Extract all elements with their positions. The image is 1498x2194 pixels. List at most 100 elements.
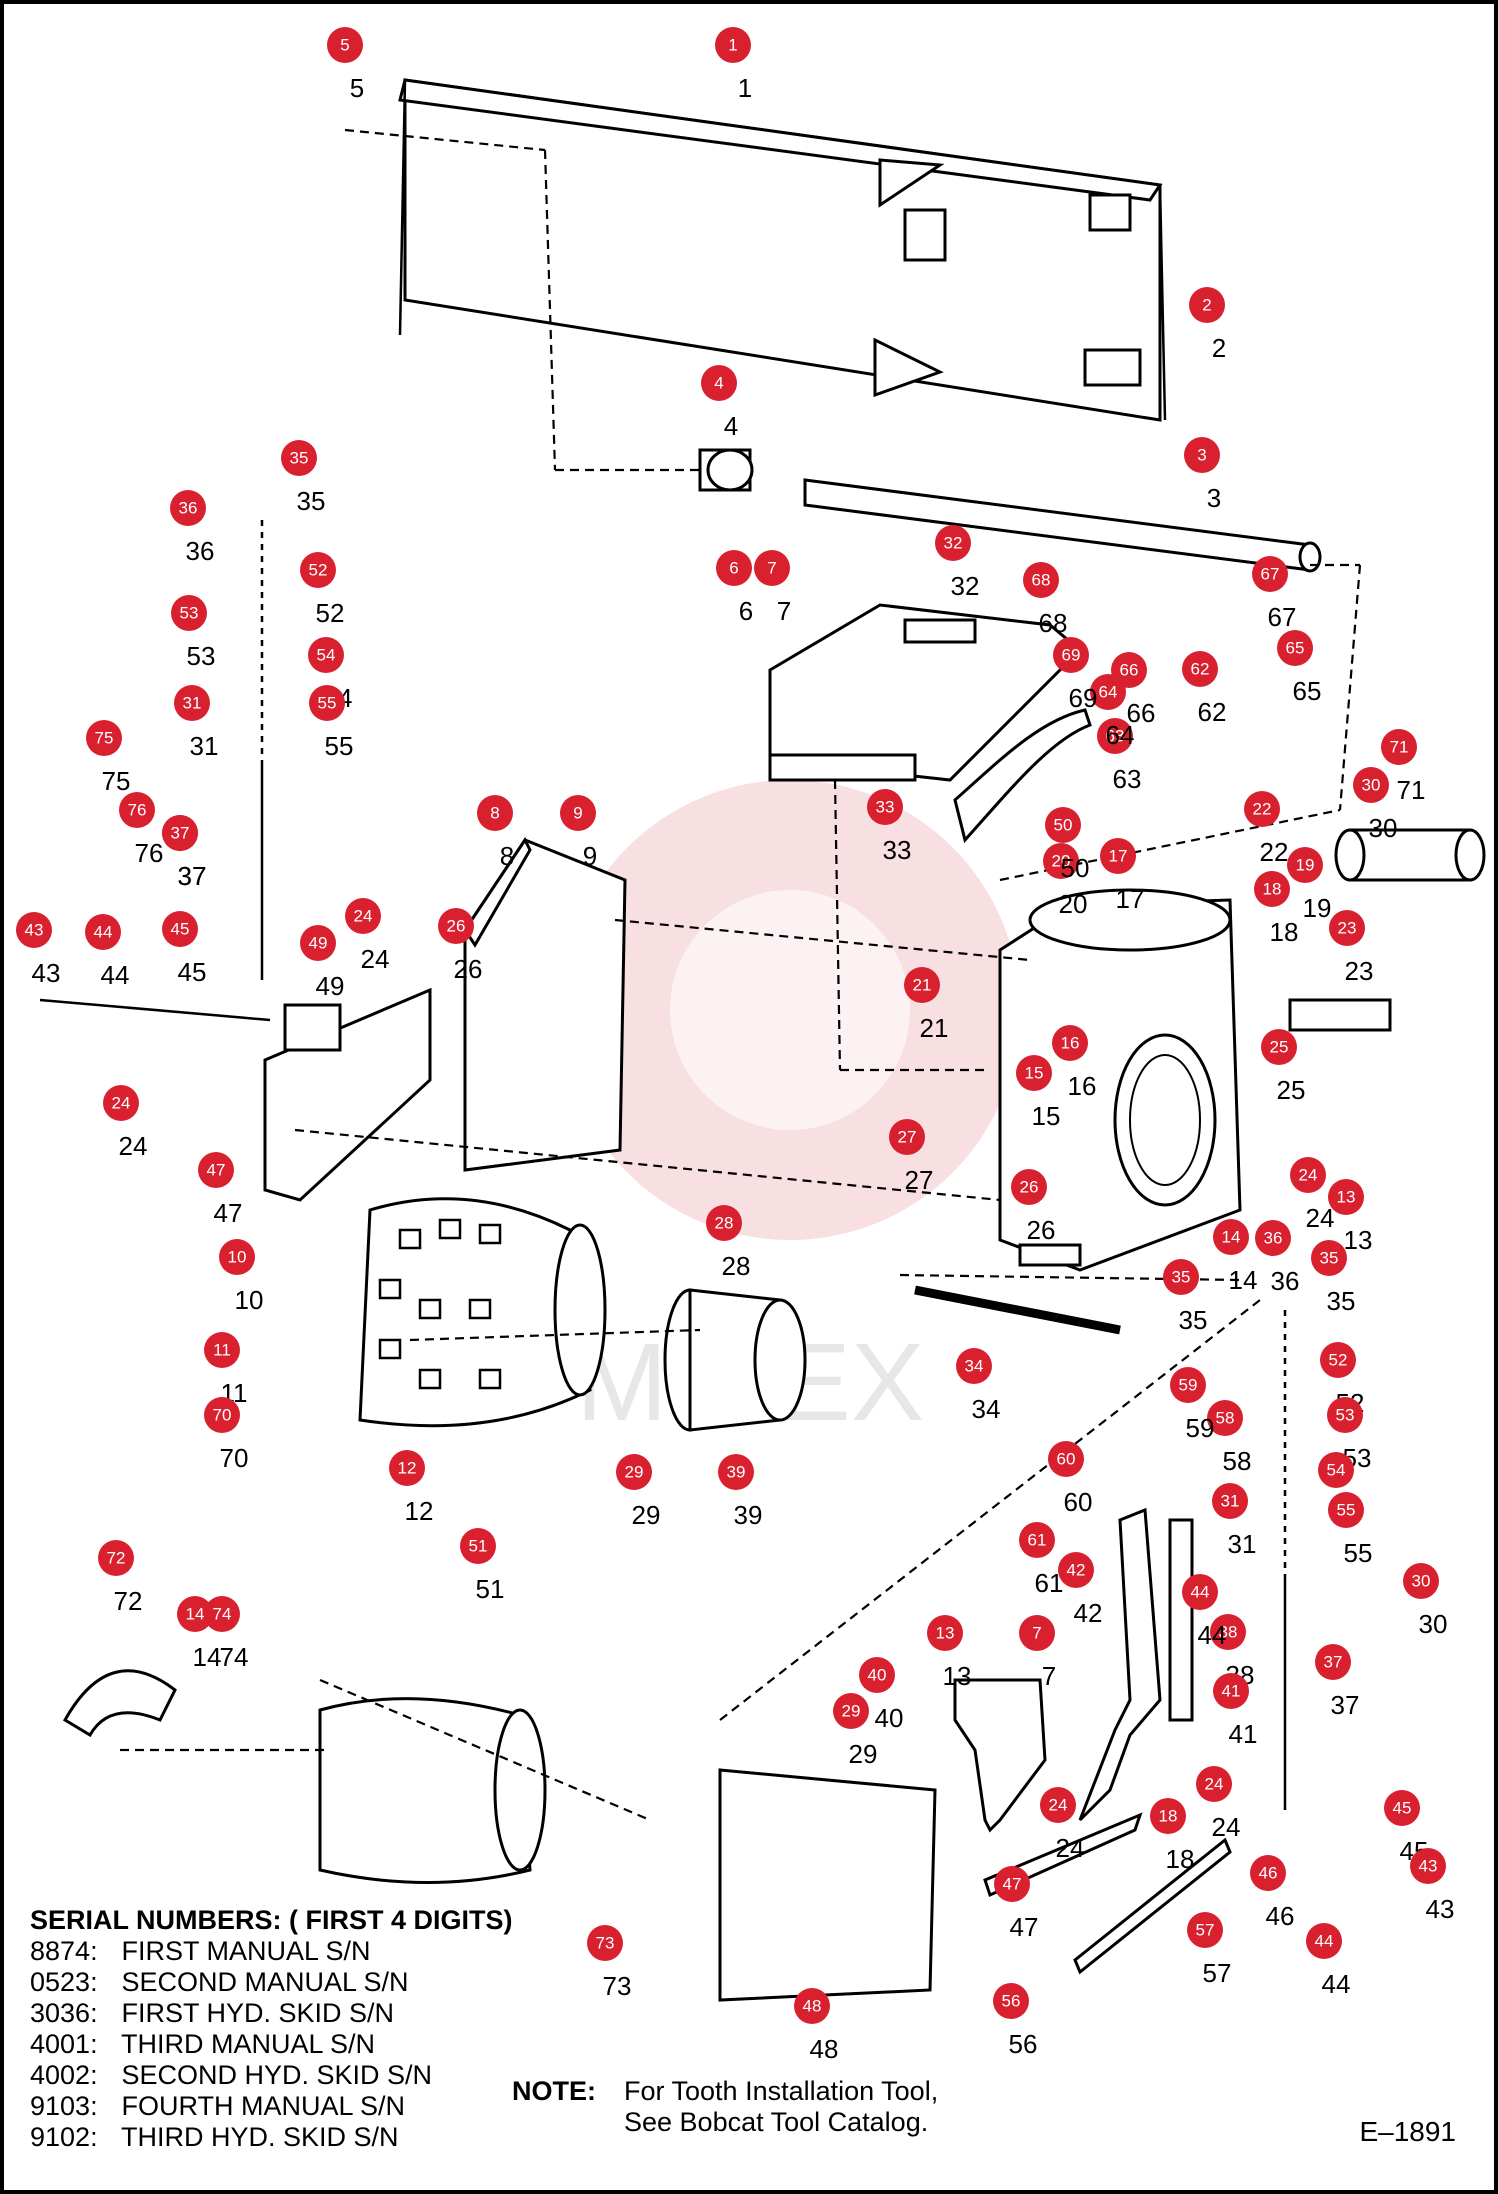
part-number-label: 50 — [1061, 853, 1090, 883]
callout-bubble-number: 60 — [1057, 1450, 1076, 1469]
part-number-label: 48 — [810, 2034, 839, 2064]
callout-bubble-number: 8 — [490, 804, 499, 823]
callout-bubble-number: 34 — [965, 1357, 984, 1376]
part-number-label: 26 — [1027, 1215, 1056, 1245]
callout-bubble — [1184, 437, 1220, 473]
part-number-label: 44 — [1322, 1969, 1351, 1999]
callout-bubble — [706, 1205, 742, 1241]
callout-bubble-number: 61 — [1028, 1531, 1047, 1550]
callout-bubble-number: 62 — [1191, 660, 1210, 679]
callout-bubble-number: 53 — [180, 604, 199, 623]
part-number-label: 44 — [1198, 1620, 1227, 1650]
part-number-label: 39 — [734, 1500, 763, 1530]
callout-bubble — [701, 365, 737, 401]
drum-housing — [998, 888, 1392, 1272]
callout-bubble-number: 21 — [913, 976, 932, 995]
callout-28: 28 28 — [706, 1205, 750, 1281]
part-number-label: 35 — [1327, 1286, 1356, 1316]
callout-bubble-number: 37 — [171, 824, 190, 843]
part-number-label: 30 — [1369, 813, 1398, 843]
part-number-label: 31 — [190, 731, 219, 761]
callout-bubble — [1213, 1673, 1249, 1709]
part-number-label: 8 — [500, 841, 514, 871]
callout-bubble — [162, 911, 198, 947]
callout-layer: 1122334455667788991010111112121313141415… — [16, 27, 1454, 2064]
callout-bubble-number: 56 — [1002, 1992, 1021, 2011]
callout-bubble — [1023, 562, 1059, 598]
callout-bubble-number: 22 — [1253, 800, 1272, 819]
callout-bubble-number: 64 — [1099, 683, 1118, 702]
callout-bubble-number: 72 — [107, 1549, 126, 1568]
callout-bubble-number: 49 — [309, 934, 328, 953]
part-number-label: 53 — [187, 641, 216, 671]
pivot-rod — [899, 1273, 1241, 1335]
part-number-label: 24 — [1306, 1203, 1335, 1233]
callout-bubble-number: 43 — [1419, 1857, 1438, 1876]
callout-bubble — [16, 912, 52, 948]
callout-bubble-number: 5 — [340, 36, 349, 55]
callout-bubble-number: 29 — [842, 1702, 861, 1721]
pivot-bracket — [698, 448, 754, 492]
callout-bubble — [1196, 1766, 1232, 1802]
callout-bubble — [1213, 1219, 1249, 1255]
serial-code: 9102: — [30, 2122, 98, 2152]
support-tube — [555, 468, 1362, 811]
part-number-label: 70 — [220, 1443, 249, 1473]
callout-bubble-number: 2 — [1202, 296, 1211, 315]
part-number-label: 29 — [632, 1500, 661, 1530]
callout-bubble — [308, 637, 344, 673]
callout-bubble-number: 30 — [1412, 1572, 1431, 1591]
callout-bubble-number: 12 — [398, 1459, 417, 1478]
note-line-2: See Bobcat Tool Catalog. — [624, 2107, 929, 2137]
callout-bubble — [438, 908, 474, 944]
callout-bubble-number: 35 — [290, 449, 309, 468]
part-number-label: 27 — [905, 1165, 934, 1195]
part-number-label: 17 — [1116, 884, 1145, 914]
adjusting-rods — [260, 520, 1287, 1810]
part-number-label: 23 — [1345, 956, 1374, 986]
callout-bubble — [1403, 1563, 1439, 1599]
callout-bubble — [715, 27, 751, 63]
callout-bubble — [1327, 1397, 1363, 1433]
part-number-label: 4 — [724, 411, 738, 441]
callout-bubble-number: 14 — [186, 1605, 205, 1624]
callout-bubble — [103, 1085, 139, 1121]
callout-bubble — [1189, 287, 1225, 323]
callout-bubble-number: 47 — [1003, 1875, 1022, 1894]
part-number-label: 59 — [1186, 1413, 1215, 1443]
callout-bubble-number: 18 — [1159, 1807, 1178, 1826]
callout-bubble — [833, 1693, 869, 1729]
callout-bubble-number: 20 — [1052, 852, 1071, 871]
callout-bubble — [1163, 1259, 1199, 1295]
callout-bubble-number: 58 — [1216, 1409, 1235, 1428]
callout-bubble — [1053, 637, 1089, 673]
callout-bubble — [1410, 1848, 1446, 1884]
part-number-label: 41 — [1229, 1719, 1258, 1749]
callout-bubble-number: 40 — [868, 1666, 887, 1685]
callout-bubble — [98, 1540, 134, 1576]
part-number-label: 28 — [722, 1251, 751, 1281]
callout-bubble — [994, 1866, 1030, 1902]
part-number-label: 67 — [1268, 602, 1297, 632]
callout-bubble-number: 28 — [715, 1214, 734, 1233]
callout-bubble — [1255, 1220, 1291, 1256]
part-number-label: 1 — [738, 73, 752, 103]
